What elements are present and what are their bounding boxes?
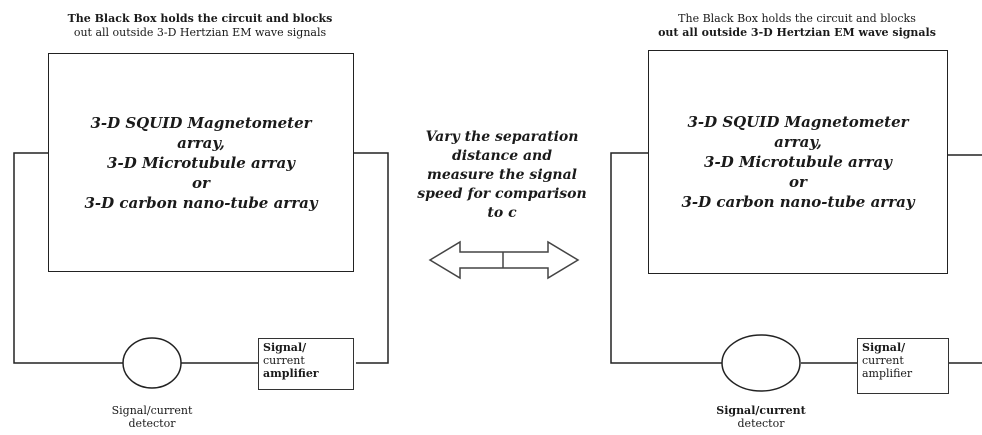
- left-caption: The Black Box holds the circuit and bloc…: [14, 12, 386, 40]
- amp-line: current: [862, 354, 904, 367]
- instruction-line: speed for comparison: [417, 186, 587, 202]
- right-detector-circle: [721, 334, 801, 392]
- left-wire-return: [352, 152, 389, 364]
- amp-line: Signal/: [862, 341, 906, 354]
- box-line: array,: [774, 133, 822, 151]
- amp-line: amplifier: [263, 367, 319, 380]
- double-headed-arrow-icon: [428, 240, 580, 280]
- amp-line: Signal/: [263, 341, 307, 354]
- det-line: detector: [737, 417, 785, 430]
- box-line: 3-D Microtubule array: [704, 153, 892, 171]
- instruction-line: to c: [487, 205, 517, 221]
- right-box-text: 3-D SQUID Magnetometer array, 3-D Microt…: [681, 112, 914, 212]
- box-line: 3-D carbon nano-tube array: [84, 193, 318, 212]
- instruction-line: distance and: [451, 148, 553, 164]
- right-caption: The Black Box holds the circuit and bloc…: [612, 12, 982, 40]
- right-amplifier-box: Signal/ current amplifier: [857, 338, 949, 394]
- right-black-box: 3-D SQUID Magnetometer array, 3-D Microt…: [648, 50, 948, 274]
- right-wire-loop: [610, 152, 722, 364]
- det-line: detector: [128, 417, 176, 430]
- box-line: 3-D SQUID Magnetometer: [90, 113, 312, 132]
- det-line: Signal/current: [716, 404, 806, 417]
- right-detector-label: Signal/current detector: [700, 404, 822, 430]
- left-wire-loop: [13, 152, 123, 364]
- left-caption-line: out all outside 3-D Hertzian EM wave sig…: [73, 26, 327, 39]
- box-line: or: [192, 173, 210, 192]
- amp-line: amplifier: [862, 367, 913, 380]
- left-amplifier-box: Signal/ current amplifier: [258, 338, 354, 390]
- box-line: 3-D Microtubule array: [107, 153, 295, 172]
- box-line: array,: [177, 133, 225, 152]
- box-line: 3-D carbon nano-tube array: [681, 193, 915, 211]
- det-line: Signal/current: [111, 404, 193, 417]
- box-line: or: [789, 173, 807, 191]
- left-black-box: 3-D SQUID Magnetometer array, 3-D Microt…: [48, 53, 354, 272]
- instruction-line: measure the signal: [427, 167, 577, 183]
- instruction-line: Vary the separation: [425, 129, 579, 145]
- box-line: 3-D SQUID Magnetometer: [687, 113, 909, 131]
- separation-instructions: Vary the separation distance and measure…: [392, 128, 612, 223]
- amp-line: current: [263, 354, 305, 367]
- left-detector-label: Signal/current detector: [92, 404, 212, 430]
- left-caption-line: The Black Box holds the circuit and bloc…: [67, 12, 333, 25]
- left-box-text: 3-D SQUID Magnetometer array, 3-D Microt…: [84, 113, 317, 213]
- right-caption-line: out all outside 3-D Hertzian EM wave sig…: [658, 26, 936, 39]
- left-detector-circle: [122, 337, 182, 389]
- right-caption-line: The Black Box holds the circuit and bloc…: [678, 12, 916, 25]
